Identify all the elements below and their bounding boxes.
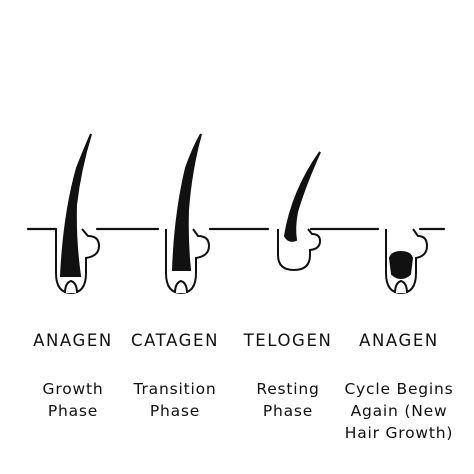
dermal-papilla-new	[394, 279, 408, 294]
stage-description-line: Hair Growth)	[344, 424, 454, 442]
hair-shaft-catagen	[171, 133, 202, 271]
stage-description: Cycle Begins Again (New Hair Growth)	[340, 378, 458, 444]
stage-name: ANAGEN	[359, 331, 439, 350]
stage-anagen-new-growth: ANAGEN Cycle Begins Again (New Hair Grow…	[340, 330, 458, 444]
dermal-papilla-anagen	[64, 279, 78, 294]
stage-name: ANAGEN	[33, 331, 113, 350]
dermal-papilla-catagen	[174, 279, 188, 294]
stage-description-line: Cycle Begins	[344, 380, 454, 398]
stage-description-line: Growth	[42, 380, 104, 398]
stage-description-line: Phase	[47, 402, 99, 420]
stage-description: Resting Phase	[229, 378, 347, 422]
follicle-catagen-transition	[165, 133, 211, 295]
stage-anagen-growth: ANAGEN Growth Phase	[14, 330, 132, 422]
hair-shaft-anagen	[59, 133, 92, 277]
follicle-anagen-growth	[55, 133, 101, 295]
hair-shaft-telogen	[283, 151, 321, 242]
stage-name: TELOGEN	[243, 331, 333, 350]
stage-description-line: Phase	[149, 402, 201, 420]
follicle-telogen-resting	[277, 151, 322, 272]
stage-description-line: Resting	[256, 380, 320, 398]
new-hair-bulb	[388, 250, 414, 280]
stage-description-line: Again (New	[350, 402, 448, 420]
stage-description-line: Transition	[133, 380, 217, 398]
stage-name: CATAGEN	[130, 331, 220, 350]
stage-description: Growth Phase	[14, 378, 132, 422]
stage-description-line: Phase	[262, 402, 314, 420]
follicle-anagen-new-growth	[385, 228, 429, 295]
stage-telogen-resting: TELOGEN Resting Phase	[229, 330, 347, 422]
stage-catagen-transition: CATAGEN Transition Phase	[116, 330, 234, 422]
stage-description: Transition Phase	[116, 378, 234, 422]
